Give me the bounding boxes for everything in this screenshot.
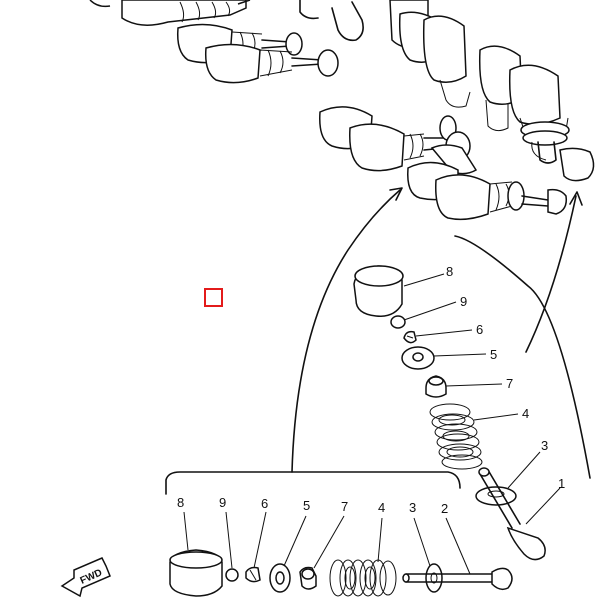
callout-3: 3: [541, 438, 548, 453]
part-6-cotter: [403, 330, 417, 344]
row-callout-7: 7: [341, 499, 348, 514]
part-4-springs: [429, 403, 483, 470]
forward-arrow-badge: FWD: [60, 557, 111, 598]
intake-valve-group: [89, 0, 364, 84]
valve-head-top-right: [299, 0, 364, 42]
row-callout-9: 9: [219, 495, 226, 510]
valve-lifter-top-3: [204, 43, 339, 84]
bottom-row-parts: [169, 549, 513, 597]
row-part-8-lifter: [169, 549, 223, 597]
callout-8: 8: [446, 264, 453, 279]
row-part-3-spring-seat: [425, 563, 443, 593]
callouts-bottom-row: 8 9 6 5 7 4 3 2: [177, 495, 471, 575]
row-part-2-valve: [402, 567, 513, 591]
part-7-seal: [425, 375, 447, 398]
assembly-leader-lines: [165, 187, 591, 495]
bracket-bottom: [165, 471, 461, 495]
row-part-4-springs: [329, 559, 397, 597]
valve-lifter-top-1: [89, 0, 251, 26]
row-part-5-retainer: [269, 563, 291, 593]
part-5-retainer: [401, 346, 435, 370]
row-part-9-shim: [225, 568, 239, 582]
part-9-shim: [390, 315, 406, 329]
callout-7: 7: [506, 376, 513, 391]
exhaust-valve-group: [319, 0, 595, 221]
lifter-stack-3: [508, 64, 595, 182]
row-callout-4: 4: [378, 500, 385, 515]
callout-4: 4: [522, 406, 529, 421]
row-callout-8: 8: [177, 495, 184, 510]
row-callout-6: 6: [261, 496, 268, 511]
row-callout-2: 2: [441, 501, 448, 516]
exploded-parts: [353, 265, 546, 561]
row-callout-3: 3: [409, 500, 416, 515]
arrow-head-left: [389, 187, 403, 201]
callout-1: 1: [558, 476, 565, 491]
row-part-6-cotter: [245, 566, 261, 583]
callout-5: 5: [490, 347, 497, 362]
callout-6: 6: [476, 322, 483, 337]
callouts-exploded: 8 9 6 5 7 4 3 1: [403, 264, 565, 525]
row-part-7-seal: [299, 566, 317, 590]
part-1-valve: [478, 467, 546, 561]
arrow-leader-right: [525, 195, 577, 353]
callout-9: 9: [460, 294, 467, 309]
part-8-lifter: [353, 265, 404, 317]
lifter-stack-4: [319, 106, 478, 175]
lifter-stack-1: [389, 0, 471, 108]
highlight-marker[interactable]: [204, 288, 223, 307]
row-callout-5: 5: [303, 498, 310, 513]
arrow-leader-left: [291, 189, 401, 473]
bracket-right: [454, 235, 591, 479]
arrow-head-right: [569, 191, 583, 206]
lifter-stack-5: [407, 161, 568, 221]
